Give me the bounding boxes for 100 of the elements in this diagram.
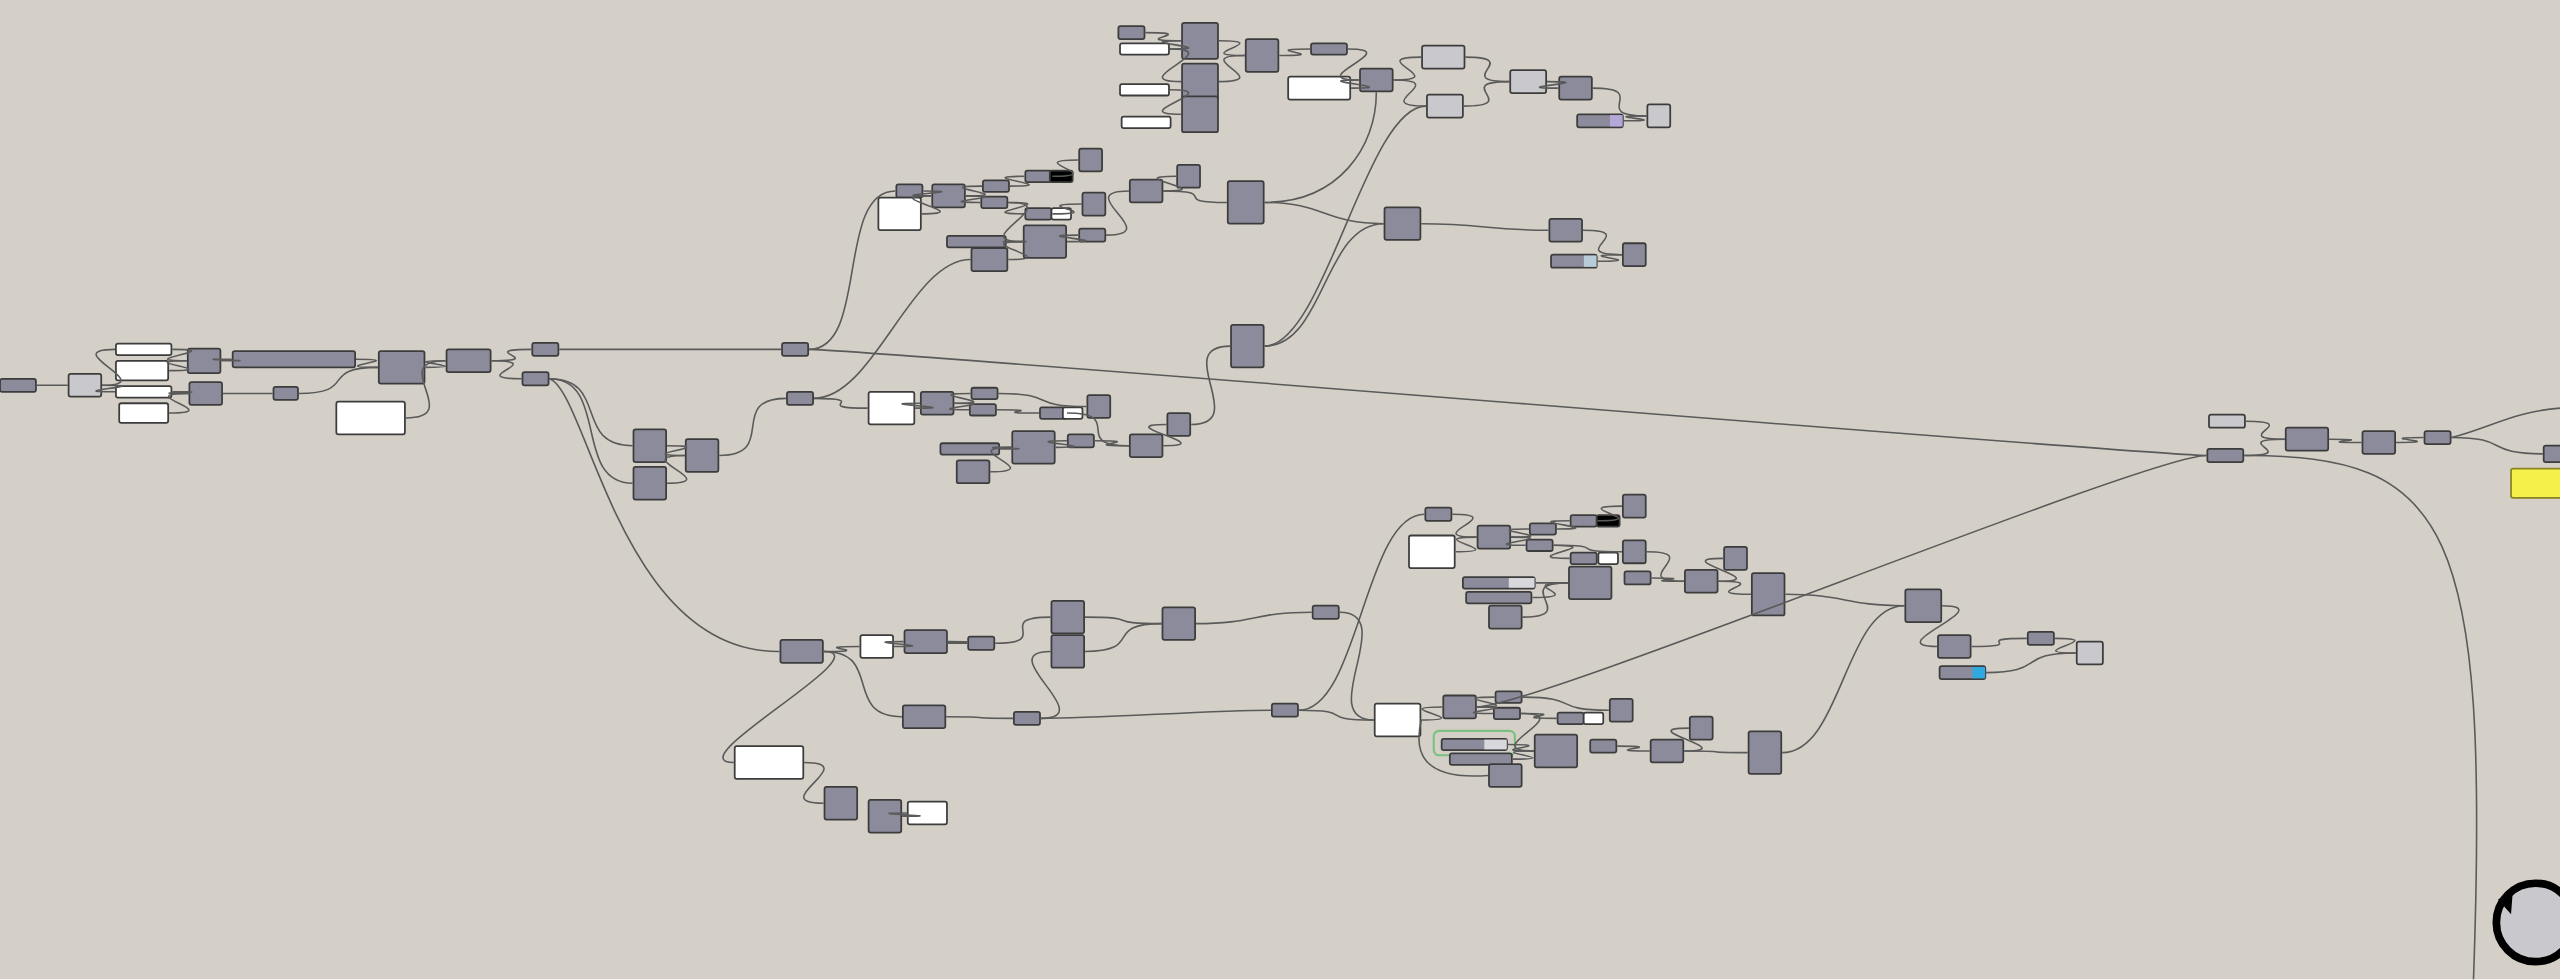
- wire: [95, 384, 122, 393]
- wire: [1047, 440, 1075, 449]
- component-box: [1128, 178, 1164, 204]
- component-box: [1024, 207, 1053, 221]
- wire: [1596, 505, 1623, 522]
- wire: [1058, 234, 1087, 243]
- wire: [949, 402, 975, 411]
- wire: [1161, 89, 1190, 116]
- component-box: [67, 373, 103, 398]
- component-box: [1550, 254, 1598, 269]
- component-box: [1161, 606, 1196, 642]
- panel-box: [1408, 534, 1456, 570]
- wire: [558, 348, 782, 351]
- component-box: [1750, 572, 1786, 617]
- wire: [1985, 652, 2077, 674]
- wire: [1066, 412, 1130, 447]
- component-box: [1181, 22, 1219, 60]
- component-box: [1688, 716, 1714, 741]
- component-box: [980, 196, 1009, 210]
- component-box: [684, 438, 720, 473]
- wire: [1051, 203, 1083, 215]
- component-box: [2208, 414, 2246, 429]
- wire: [490, 360, 523, 380]
- wire: [1420, 706, 1444, 721]
- component-box: [1937, 634, 1972, 660]
- panel-box: [335, 400, 406, 436]
- wire: [1278, 48, 1311, 57]
- wire: [1650, 577, 1685, 583]
- wire: [166, 348, 193, 362]
- wire: [1340, 79, 1370, 90]
- component-box: [1359, 67, 1394, 93]
- wire: [901, 402, 934, 410]
- component-box: [1493, 707, 1521, 721]
- wire: [36, 384, 69, 387]
- component-box: [1311, 605, 1340, 620]
- wire: [548, 378, 781, 653]
- component-box: [1166, 412, 1192, 437]
- component-box: [1528, 522, 1557, 536]
- panel-box: [906, 800, 948, 826]
- component-box: [1649, 738, 1685, 764]
- component-box: [1024, 169, 1053, 184]
- wire: [950, 392, 975, 405]
- component-box: [2284, 427, 2330, 452]
- wire: [1051, 159, 1080, 178]
- wire: [1002, 201, 1029, 243]
- component-box: [946, 235, 1007, 249]
- wire: [1670, 727, 1703, 752]
- component-box: [982, 179, 1010, 193]
- wire: [960, 195, 986, 204]
- component-box: [521, 371, 550, 387]
- wire: [1105, 190, 1130, 237]
- component-box: [2542, 445, 2560, 464]
- component-box: [2361, 430, 2396, 455]
- component-box: [1226, 180, 1265, 225]
- wire: [1454, 536, 1478, 553]
- component-box: [272, 386, 299, 402]
- component-box: [1310, 42, 1348, 56]
- wire: [1616, 745, 1651, 752]
- component-box: [1128, 433, 1164, 459]
- component-box: [1476, 525, 1512, 550]
- wire: [1004, 175, 1030, 188]
- panel-box: [115, 343, 173, 357]
- wire: [808, 190, 897, 351]
- navigation-wheel: [2492, 879, 2560, 966]
- component-box: [1181, 95, 1219, 134]
- wire: [723, 650, 835, 764]
- component-box: [823, 786, 859, 821]
- component-box: [1494, 690, 1523, 704]
- panel-box: [1120, 116, 1172, 130]
- component-box: [1086, 394, 1112, 420]
- wire: [961, 185, 986, 197]
- component-box: [1938, 665, 1987, 681]
- wire: [912, 190, 943, 197]
- wire: [1392, 79, 1427, 108]
- component-box: [231, 350, 356, 369]
- component-box: [632, 466, 667, 501]
- wire: [1514, 712, 1541, 752]
- component-box: [1623, 570, 1652, 586]
- component-box: [970, 387, 999, 401]
- wire: [1002, 241, 1027, 243]
- wire: [168, 391, 193, 395]
- wire: [813, 259, 972, 400]
- component-box: [1509, 69, 1548, 95]
- component-box: [1244, 38, 1280, 73]
- wire: [1162, 190, 1228, 204]
- panel-box: [859, 634, 894, 660]
- component-box: [1462, 576, 1536, 590]
- panel-box: [118, 402, 170, 424]
- wire: [1704, 557, 1737, 583]
- component-box: [1424, 507, 1453, 522]
- component-box: [902, 704, 947, 730]
- wire: [1195, 611, 1313, 625]
- wire: [1781, 605, 1906, 754]
- component-box: [1568, 565, 1613, 601]
- wire: [1040, 709, 1272, 720]
- panel-box: [1050, 207, 1072, 221]
- panel-box: [1597, 551, 1619, 566]
- wire: [1474, 696, 1498, 708]
- component-box: [1022, 224, 1068, 260]
- wire: [1552, 544, 1623, 553]
